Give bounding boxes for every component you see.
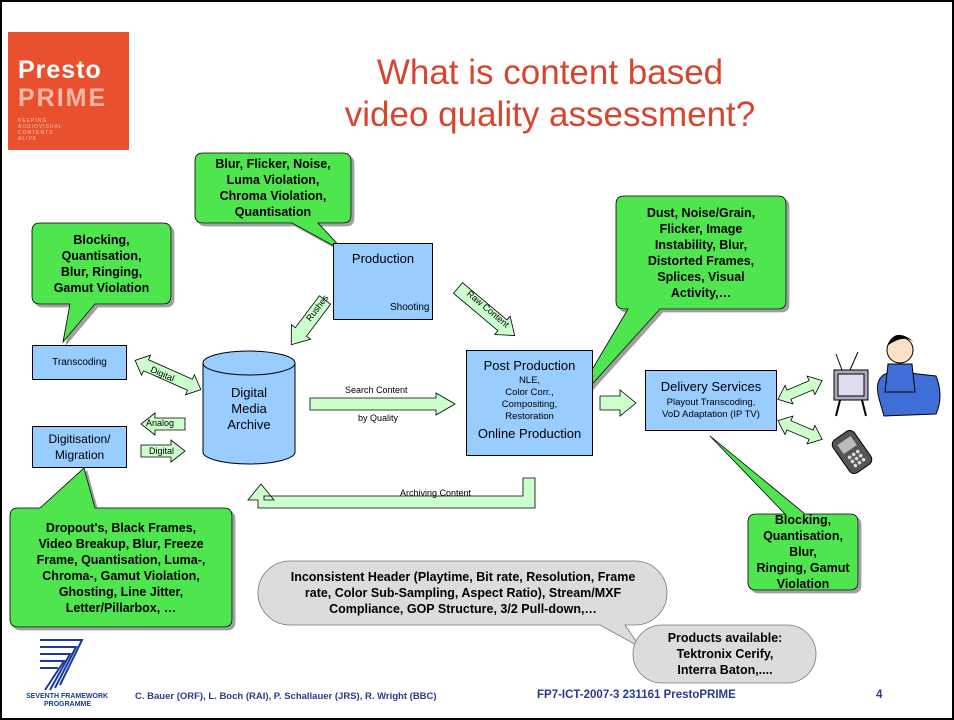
- logo-prime: PRIME: [18, 84, 108, 112]
- callout-delivery: Blocking, Quantisation, Blur, Ringing, G…: [756, 513, 850, 591]
- callout-products-shape: [632, 624, 817, 684]
- arrow-delivery-phone: [777, 415, 823, 445]
- callout-postproduction: Dust, Noise/Grain, Flicker, Image Instab…: [646, 205, 756, 300]
- callout-transcoding: Blocking, Quantisation, Blur, Ringing, G…: [53, 232, 150, 295]
- node-production: Production Shooting: [333, 243, 433, 320]
- callout-products: Products available: Tektronix Cerify, In…: [667, 631, 783, 677]
- node-archive-label: Digital Media Archive: [227, 385, 271, 432]
- callout-digitisation-shape: [9, 467, 233, 628]
- callout-digitisation: Dropout's, Black Frames, Video Breakup, …: [36, 520, 206, 615]
- node-digitisation: Digitisation/ Migration: [32, 426, 127, 468]
- arrow-search-content: [309, 392, 456, 416]
- arrow-label-by-quality: by Quality: [358, 413, 399, 423]
- arrow-label-search-content: Search Content: [345, 385, 408, 395]
- arrow-raw-content: [452, 282, 516, 336]
- fp7-logo: [40, 639, 84, 691]
- prestoprime-logo: Presto PRIME KEEPING AUDIOVISUAL CONTENT…: [8, 32, 129, 150]
- callout-delivery-shape: [709, 435, 859, 591]
- node-post-production: Post Production NLE, Color Corr., Compos…: [466, 350, 593, 456]
- phone-icon: [831, 430, 873, 474]
- arrow-archiving-content: [247, 477, 536, 509]
- arrow-label-digital-bottom: Digital: [149, 446, 175, 456]
- arrow-rushes: [290, 295, 332, 346]
- arrow-label-archiving-content: Archiving Content: [400, 488, 472, 498]
- arrow-label-analog: Analog: [146, 418, 175, 428]
- callout-production: Blur, Flicker, Noise, Luma Violation, Ch…: [215, 157, 331, 219]
- arrow-analog: [140, 412, 186, 436]
- archive-cylinder: [202, 350, 296, 465]
- callout-header-shape: [257, 560, 668, 648]
- arrow-delivery-tv: [777, 375, 823, 405]
- arrow-post-delivery: [599, 389, 637, 417]
- arrow-digital-bottom: [140, 439, 186, 463]
- slide-title: What is content based video quality asse…: [344, 53, 756, 134]
- callout-header: Inconsistent Header (Playtime, Bit rate,…: [290, 570, 636, 616]
- node-delivery-services: Delivery Services Playout Transcoding, V…: [645, 370, 777, 431]
- arrow-digital-top: [134, 354, 202, 396]
- fp7-label-line1: SEVENTH FRAMEWORK: [26, 693, 109, 700]
- callout-production-shape: [194, 152, 352, 253]
- page-number: 4: [876, 689, 883, 701]
- logo-presto: Presto: [18, 56, 102, 84]
- footer-authors: C. Bauer (ORF), L. Boch (RAI), P. Schall…: [135, 691, 437, 702]
- node-transcoding: Transcoding: [32, 345, 127, 380]
- tv-viewer-icon: [833, 334, 941, 417]
- logo-tagline: KEEPING AUDIOVISUAL CONTENTS ALIVE: [18, 118, 63, 142]
- footer-project: FP7-ICT-2007-3 231161 PrestoPRIME: [537, 689, 736, 701]
- fp7-label-line2: PROGRAMME: [44, 701, 92, 708]
- callout-transcoding-shape: [31, 222, 172, 344]
- callout-postproduction-shape: [566, 195, 787, 413]
